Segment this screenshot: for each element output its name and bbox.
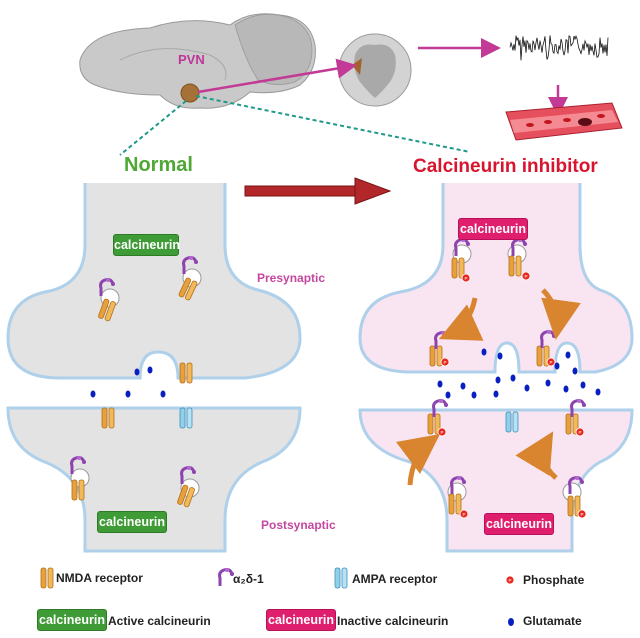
trafficking-arrow <box>438 297 484 341</box>
phosphate-marker <box>461 273 471 283</box>
blood-vessel <box>505 102 623 141</box>
phosphate-marker <box>459 509 469 519</box>
dashed-link-normal <box>119 100 187 156</box>
inactive-calcineurin-box: calcineurin <box>458 218 528 240</box>
spinal-cord-section <box>338 33 412 107</box>
active-calcineurin-box: calcineurin <box>97 511 167 533</box>
legend-inactive-box: calcineurin <box>266 609 336 631</box>
presynaptic-label: Presynaptic <box>257 271 326 285</box>
glutamate-cluster-normal <box>90 366 166 398</box>
glutamate-cluster-inhibitor <box>437 348 601 399</box>
phosphate-marker <box>546 357 556 367</box>
trafficking-arrow <box>396 433 440 486</box>
trafficking-arrow <box>541 288 581 340</box>
phosphate-marker <box>440 357 450 367</box>
normal-presynaptic-terminal <box>6 183 302 380</box>
legend-active-label: Active calcineurin <box>108 614 211 628</box>
inhibitor-presynaptic-terminal <box>358 183 634 374</box>
legend-nmda-label: NMDA receptor <box>56 571 143 585</box>
legend-nmda-icon <box>40 567 54 589</box>
phosphate-marker <box>577 509 587 519</box>
dashed-link-inhibitor <box>195 95 471 153</box>
phosphate-marker <box>521 271 531 281</box>
nerve-activity-trace <box>509 35 609 61</box>
legend-phosphate-label: Phosphate <box>523 573 585 587</box>
pvn-nucleus <box>180 83 200 103</box>
trafficking-arrow <box>515 431 558 480</box>
active-calcineurin-box: calcineurin <box>113 234 180 256</box>
legend-a2d1-label: α₂δ-1 <box>233 572 264 586</box>
phosphate-marker <box>575 427 585 437</box>
pvn-to-spinal-arrow <box>197 58 357 94</box>
pvn-label: PVN <box>178 52 205 67</box>
condition-transition-arrow <box>244 177 392 205</box>
legend-inactive-label: Inactive calcineurin <box>337 614 449 628</box>
legend-ampa-icon <box>334 567 348 589</box>
legend-ampa-label: AMPA receptor <box>352 572 438 586</box>
postsynaptic-label: Postsynaptic <box>261 518 336 532</box>
legend-active-box: calcineurin <box>37 609 107 631</box>
legend-phosphate-icon <box>505 575 515 585</box>
legend-glutamate-icon <box>508 618 514 626</box>
inactive-calcineurin-box: calcineurin <box>484 513 554 535</box>
phosphate-marker <box>437 427 447 437</box>
legend-glutamate-label: Glutamate <box>523 614 582 628</box>
legend-a2d1-icon <box>218 566 236 588</box>
inhibitor-condition-title: Calcineurin inhibitor <box>413 156 598 177</box>
normal-condition-title: Normal <box>124 154 193 176</box>
normal-postsynaptic-terminal <box>6 406 302 553</box>
brain-illustration <box>79 13 316 109</box>
